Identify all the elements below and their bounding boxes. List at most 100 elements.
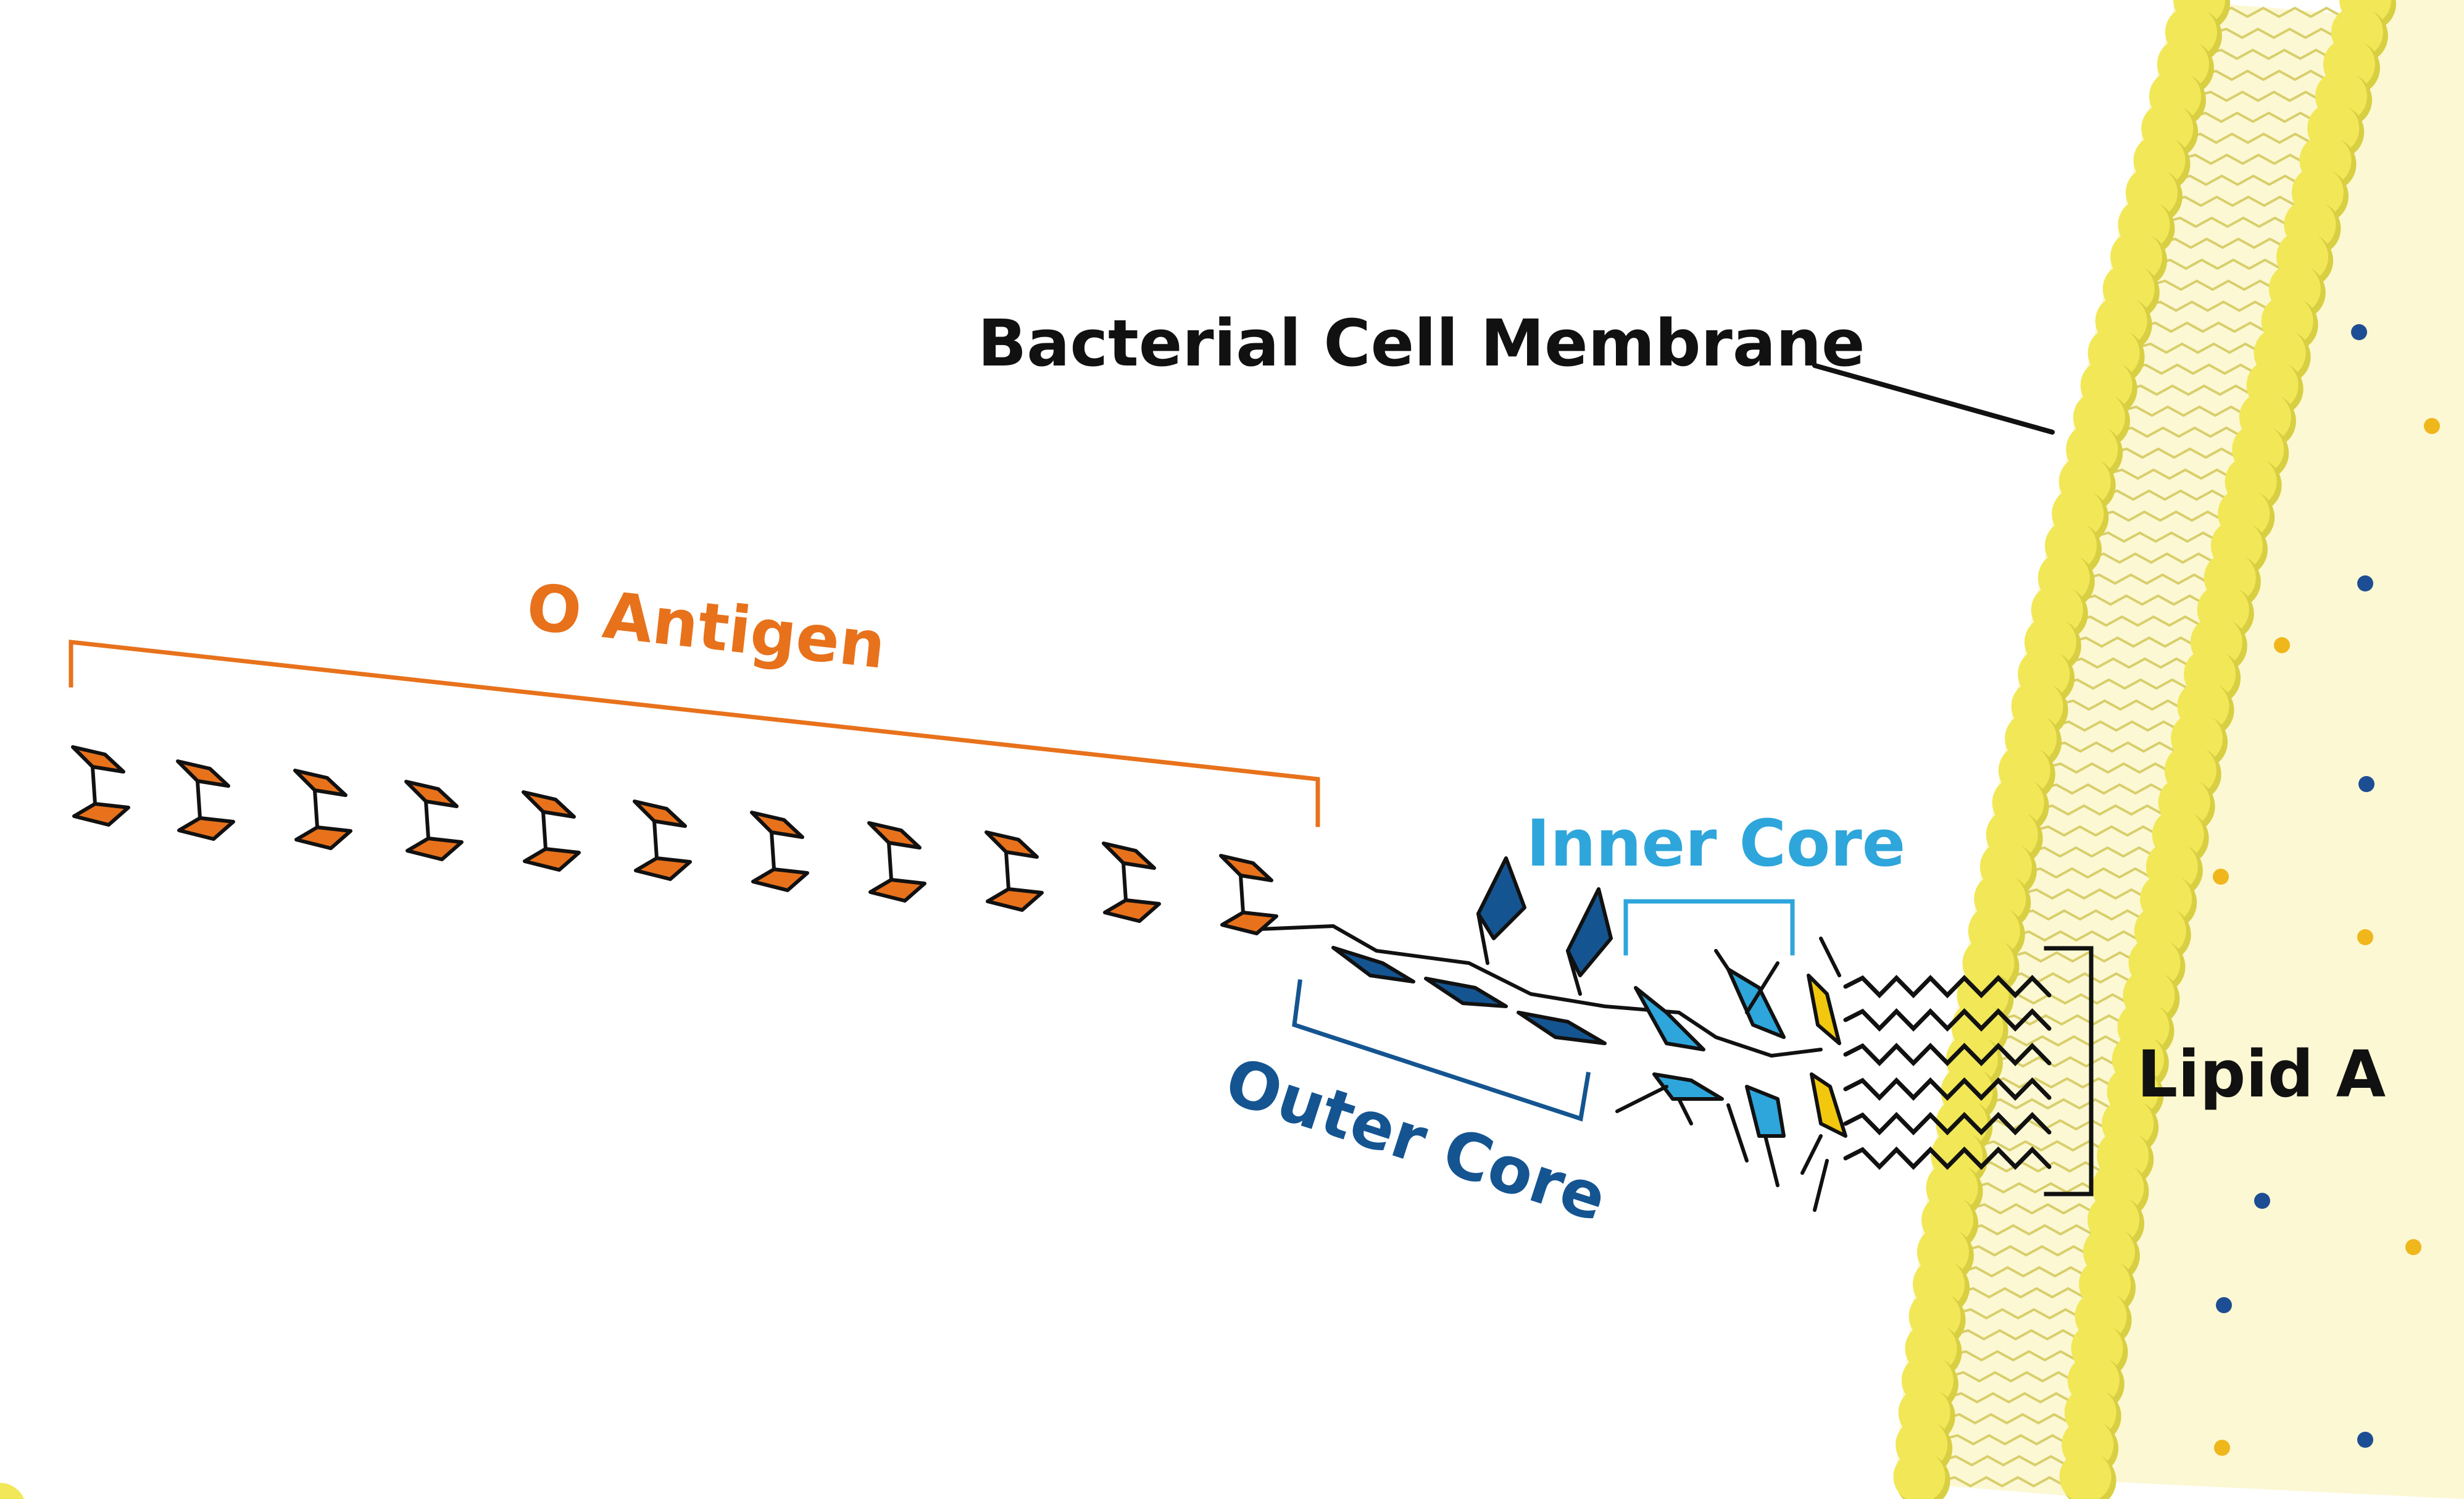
lipid-tail: [2119, 405, 2249, 417]
lipid-tail: [1946, 1371, 2076, 1383]
o-antigen-sugar: [522, 790, 581, 872]
lps-backbone: [1257, 924, 1823, 1058]
lipid-tail: [1964, 1224, 2094, 1236]
gold-particle: [2357, 929, 2373, 945]
lipid-tails: [1937, 6, 2344, 1488]
inner-core-label: Inner Core: [1526, 806, 1905, 881]
lipid-tail: [1939, 1455, 2068, 1467]
lipid-tail: [1940, 1434, 2070, 1446]
lipid-a-label: Lipid A: [2137, 1037, 2386, 1112]
lipid-tail: [2178, 153, 2307, 165]
lipid-tail: [1956, 1287, 2086, 1299]
outer-core-chain: [1331, 856, 1613, 1045]
lipid-tail: [2004, 972, 2134, 984]
membrane-pointer-line: [1812, 363, 2055, 435]
gold-particle: [2213, 869, 2229, 885]
lipid-tail: [1967, 1203, 2097, 1215]
blue-particle: [2216, 1297, 2232, 1313]
fatty-acid-chain: [1843, 1077, 2052, 1101]
lipid-tail: [2128, 363, 2258, 375]
lipid-tail: [1970, 1182, 2100, 1194]
lipid-a-fatty-acid-chains: [1843, 975, 2052, 1170]
phospholipid-heads: [0, 0, 2396, 1499]
lipid-a-head: [1800, 937, 1847, 1212]
lipid-tail: [2052, 720, 2181, 732]
lipid-tail: [2163, 216, 2292, 228]
fatty-acid-chain: [1843, 1112, 2052, 1135]
fatty-acid-chain: [1843, 1043, 2052, 1066]
lipid-tail: [2105, 468, 2234, 480]
lipid-tail: [2008, 951, 2137, 963]
lipid-tail: [2173, 174, 2302, 186]
lipid-tail: [1954, 1308, 2083, 1320]
lipid-tail: [2082, 573, 2212, 585]
lipid-tail: [2188, 111, 2318, 123]
lipid-tail: [2133, 342, 2263, 354]
lipid-tail: [2086, 552, 2216, 564]
phospholipid-head: [0, 1483, 24, 1499]
blue-particle: [2358, 776, 2375, 792]
o-antigen-sugar: [1219, 854, 1278, 935]
lipid-tail: [2204, 48, 2333, 61]
o-antigen-sugar: [633, 800, 692, 881]
lipid-tail: [2100, 489, 2229, 501]
o-antigen-bracket: [69, 640, 1320, 827]
lipid-tail: [2055, 699, 2185, 711]
lipid-tail: [2143, 300, 2273, 312]
inner-core-sugar: [1726, 967, 1786, 1039]
gold-particle: [2405, 1239, 2421, 1255]
inner-core-bracket: [1623, 899, 1795, 956]
lipid-tail: [1973, 1161, 2103, 1173]
outer-core-bracket: [1292, 979, 1591, 1122]
lipid-tail: [2068, 636, 2198, 648]
lipid-tail: [2138, 321, 2268, 333]
lipid-tail: [2073, 615, 2202, 627]
outer-core-sugar: [1424, 977, 1508, 1008]
lipid-tail: [2209, 27, 2339, 40]
lipid-tail: [1950, 1329, 2080, 1341]
lipid-tail: [1993, 1035, 2123, 1047]
lipid-tail: [2031, 825, 2160, 837]
lipid-tail: [1949, 1350, 2078, 1362]
lipid-tail: [2035, 804, 2165, 816]
lipid-tail: [2114, 426, 2244, 438]
lipid-a-sugar: [1810, 1072, 1847, 1138]
lipid-tail: [2015, 909, 2145, 921]
lipid-a-bracket: [2044, 946, 2094, 1196]
inner-core-chain: [1615, 949, 1786, 1187]
lipid-tail: [2091, 531, 2220, 543]
inner-core-sugar: [1745, 1085, 1786, 1138]
lipid-tail: [1942, 1413, 2071, 1425]
phospholipid-head: [2059, 1451, 2112, 1499]
lipid-tail: [1962, 1245, 2091, 1257]
blue-particle: [2351, 324, 2367, 340]
o-antigen-sugar: [867, 821, 926, 903]
o-antigen-label: O Antigen: [523, 569, 889, 683]
blue-particle: [2254, 1193, 2270, 1209]
o-antigen-sugar: [71, 745, 130, 827]
lipid-tail: [2123, 384, 2253, 396]
lipid-a-sugar: [1807, 974, 1841, 1045]
lipid-tail: [1944, 1392, 2073, 1404]
gold-particle: [2424, 418, 2440, 434]
lipid-tail: [2183, 132, 2313, 144]
lipid-tail: [2193, 90, 2323, 102]
fatty-acid-chain: [1843, 975, 2052, 998]
lipid-tail: [1997, 1014, 2126, 1026]
lipid-tail: [2023, 867, 2152, 879]
gold-particle: [2214, 1440, 2230, 1456]
lipid-tail: [2012, 930, 2141, 942]
o-antigen-sugar: [750, 811, 809, 892]
lipid-tail: [2158, 237, 2287, 249]
lipid-tail: [1976, 1140, 2106, 1152]
lipid-tail: [2214, 6, 2344, 19]
lipid-tail: [2109, 447, 2239, 459]
cytoplasm: [2108, 0, 2464, 1499]
lipid-tail: [2043, 762, 2173, 774]
outer-core-sugar: [1331, 946, 1415, 983]
o-antigen-sugar: [176, 759, 235, 841]
blue-particle: [2357, 1432, 2373, 1448]
gold-particle: [2274, 637, 2290, 653]
fatty-acid-chain: [1843, 1008, 2052, 1032]
